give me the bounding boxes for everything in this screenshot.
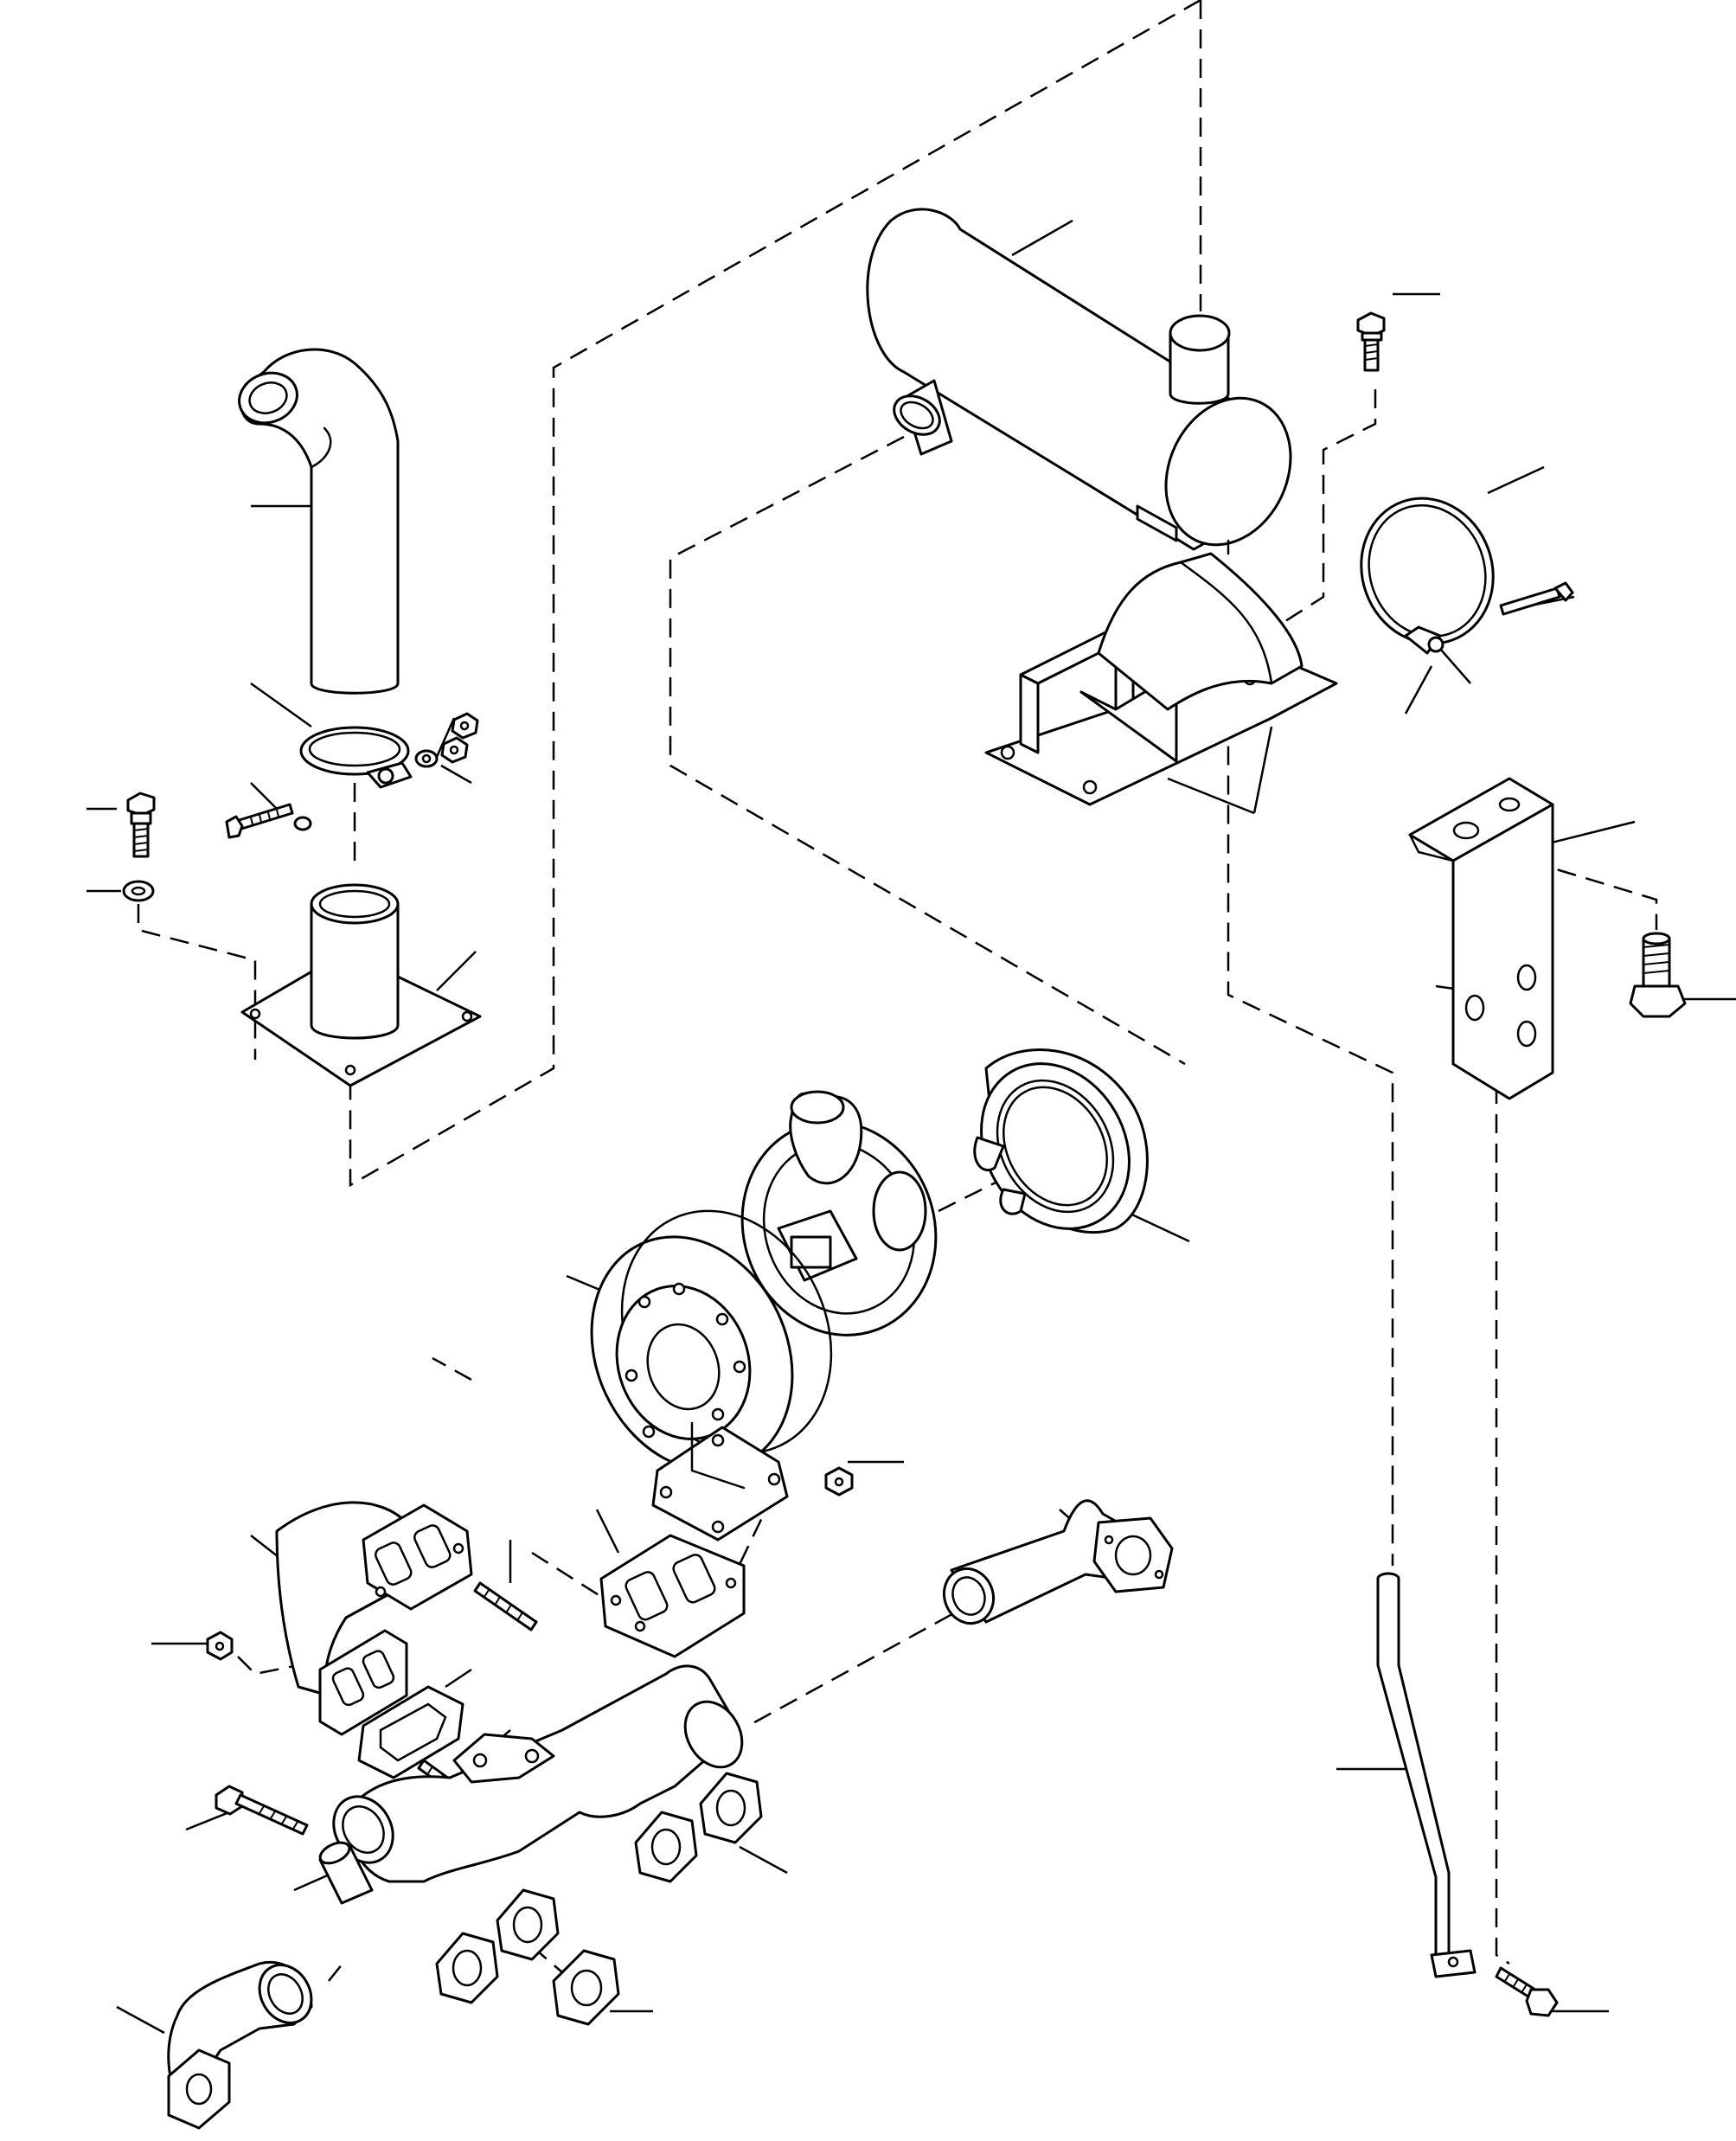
v-band-clamp	[973, 1048, 1149, 1234]
manifold-bolt	[215, 1785, 309, 1836]
elbow-gasket	[318, 1629, 408, 1736]
turbo-nut	[824, 1466, 854, 1497]
clamp-bolt	[225, 803, 312, 839]
flange-bolt-left	[122, 792, 156, 902]
manifold-gasket	[357, 1685, 464, 1779]
turbocharger	[590, 1090, 938, 1542]
pipe-clamp	[299, 726, 413, 789]
elbow-nut	[206, 1631, 234, 1661]
bracket-bolt	[1629, 932, 1687, 1018]
adapter-elbow	[167, 1961, 313, 2130]
rod-bolt	[1495, 1966, 1559, 2017]
mounting-bracket	[1408, 777, 1554, 1100]
muffler-bracket	[984, 552, 1338, 806]
support-rod	[1376, 1572, 1477, 1978]
strap-band	[1360, 497, 1574, 655]
turbo-gasket	[599, 1534, 746, 1658]
connector-elbow	[943, 1499, 1174, 1625]
muffler-bolt	[1356, 311, 1386, 372]
flange-pipe	[240, 883, 482, 1087]
sleeve	[318, 1841, 374, 1905]
exhaust-elbow	[275, 1501, 473, 1697]
exhaust-manifold	[332, 1664, 763, 2004]
muffler	[866, 208, 1292, 555]
stud-upper	[473, 1581, 538, 1631]
clamp-nuts-washers	[414, 712, 479, 768]
port-gasket	[552, 1949, 620, 2026]
tail-pipe	[238, 348, 400, 695]
